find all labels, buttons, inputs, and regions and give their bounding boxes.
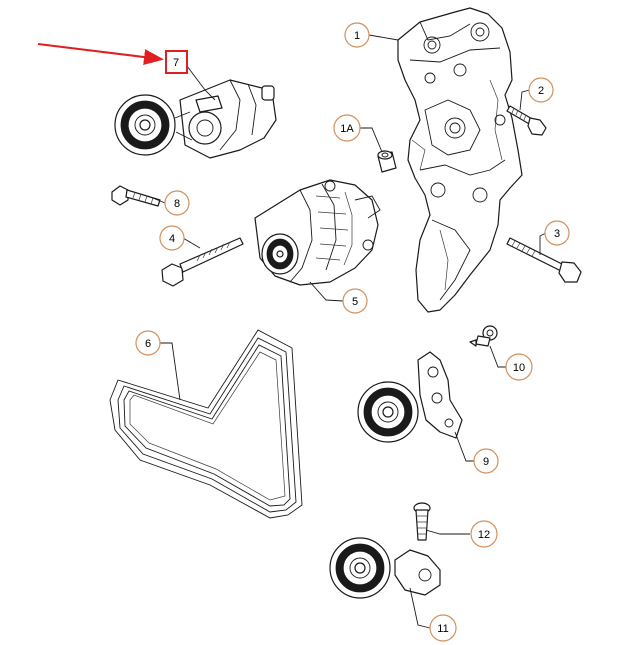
callout-ring [528, 77, 554, 103]
callout-6: 6 [135, 330, 161, 356]
callout-ring [344, 22, 370, 48]
callout-4: 4 [159, 225, 185, 251]
callout-ring [473, 448, 499, 474]
bolt-3 [506, 237, 582, 283]
callout-ring [505, 353, 533, 381]
callout-2: 2 [528, 77, 554, 103]
bolt-12 [413, 502, 431, 541]
bolt-8 [111, 185, 161, 207]
callout-number: 7 [173, 57, 179, 69]
callout-11: 11 [429, 614, 457, 642]
bolt-10 [469, 325, 498, 347]
callout-5: 5 [342, 288, 368, 314]
alternator-5 [254, 179, 381, 286]
callout-1a: 1A [333, 114, 361, 142]
callout-3: 3 [544, 220, 570, 246]
bolt-4 [161, 237, 244, 287]
callout-ring [342, 288, 368, 314]
callout-ring [159, 225, 185, 251]
callout-1: 1 [344, 22, 370, 48]
callout-12: 12 [470, 520, 498, 548]
callout-ring [544, 220, 570, 246]
idler-pulley-11 [329, 537, 441, 599]
callout-ring [333, 114, 361, 142]
bolt-2 [506, 105, 547, 136]
callout-number: 8 [174, 198, 180, 210]
bushing-1a [377, 150, 397, 173]
callout-7-highlighted: 7 [165, 50, 188, 74]
callout-number: 5 [352, 296, 358, 308]
callout-number: 10 [513, 362, 525, 374]
leader-lines [147, 34, 547, 629]
callout-10: 10 [505, 353, 533, 381]
callout-number: 12 [478, 529, 490, 541]
callout-ring [164, 190, 190, 216]
callout-number: 1A [340, 123, 354, 135]
callout-8: 8 [164, 190, 190, 216]
callout-number: 11 [437, 623, 448, 635]
callout-number: 4 [169, 233, 175, 245]
callout-number: 1 [354, 30, 360, 42]
callout-number: 3 [554, 228, 560, 240]
belt-tensioner-7 [114, 79, 277, 159]
callout-ring [135, 330, 161, 356]
callout-ring [429, 614, 457, 642]
idler-pulley-9 [357, 351, 463, 443]
drive-belt-6 [109, 329, 303, 519]
callout-number: 2 [538, 85, 544, 97]
callout-number: 9 [483, 456, 489, 468]
callout-ring [470, 520, 498, 548]
highlight-arrow-icon [37, 43, 164, 65]
callout-number: 6 [145, 338, 151, 350]
callout-9: 9 [473, 448, 499, 474]
highlight-box [165, 50, 188, 74]
mounting-bracket [397, 7, 523, 313]
